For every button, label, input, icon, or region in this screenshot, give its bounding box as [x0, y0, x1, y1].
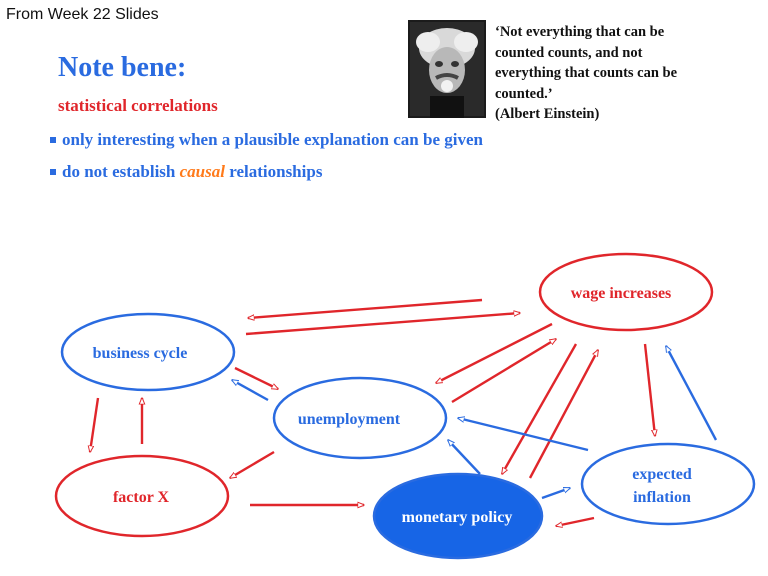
node-label: unemployment — [298, 411, 401, 428]
arrow — [500, 343, 578, 474]
arrow — [234, 366, 278, 391]
arrow — [451, 339, 556, 404]
arrow — [436, 322, 553, 385]
node-monetary-policy: monetary policy — [372, 472, 544, 560]
arrow — [458, 418, 589, 452]
arrow — [556, 516, 595, 526]
arrow — [230, 450, 275, 480]
node-label: inflation — [633, 489, 691, 506]
arrow — [541, 486, 570, 500]
arrow — [245, 313, 520, 336]
node-factor-x: factor X — [54, 454, 230, 538]
slide-subtitle: statistical correlations — [58, 96, 218, 115]
node-business-cycle: business cycle — [60, 312, 236, 392]
bullet-text: do not establish causal relationships — [62, 162, 322, 182]
node-label: business cycle — [93, 345, 188, 362]
bullet-square-icon — [50, 169, 56, 175]
bullet-text-pre: do not establish — [62, 162, 180, 181]
node-label: wage increases — [571, 285, 672, 302]
bullet-item: only interesting when a plausible explan… — [50, 130, 483, 150]
bullet-square-icon — [50, 137, 56, 143]
arrow — [664, 346, 718, 441]
node-wage-increases: wage increases — [538, 252, 714, 332]
einstein-quote: ‘Not everything that can be counted coun… — [495, 24, 678, 122]
bullet-item: do not establish causal relationships — [50, 162, 322, 182]
bullet-text-post: relationships — [224, 162, 323, 181]
arrow — [643, 343, 655, 436]
arrow — [528, 350, 600, 479]
einstein-portrait-icon — [408, 20, 486, 118]
node-label: factor X — [113, 489, 170, 506]
node-expected-inflation: expected inflation — [580, 442, 756, 526]
bullet-text: only interesting when a plausible explan… — [62, 130, 483, 149]
slide-title: Note bene: — [58, 52, 187, 83]
arrow — [448, 440, 481, 475]
bullet-text-emphasis: causal — [179, 162, 225, 181]
arrow — [232, 378, 269, 402]
arrow — [248, 298, 483, 318]
node-unemployment: unemployment — [272, 376, 448, 460]
node-label: expected — [632, 466, 692, 483]
arrow — [90, 397, 100, 452]
node-label: monetary policy — [402, 509, 513, 526]
header-note: From Week 22 Slides — [6, 6, 159, 23]
